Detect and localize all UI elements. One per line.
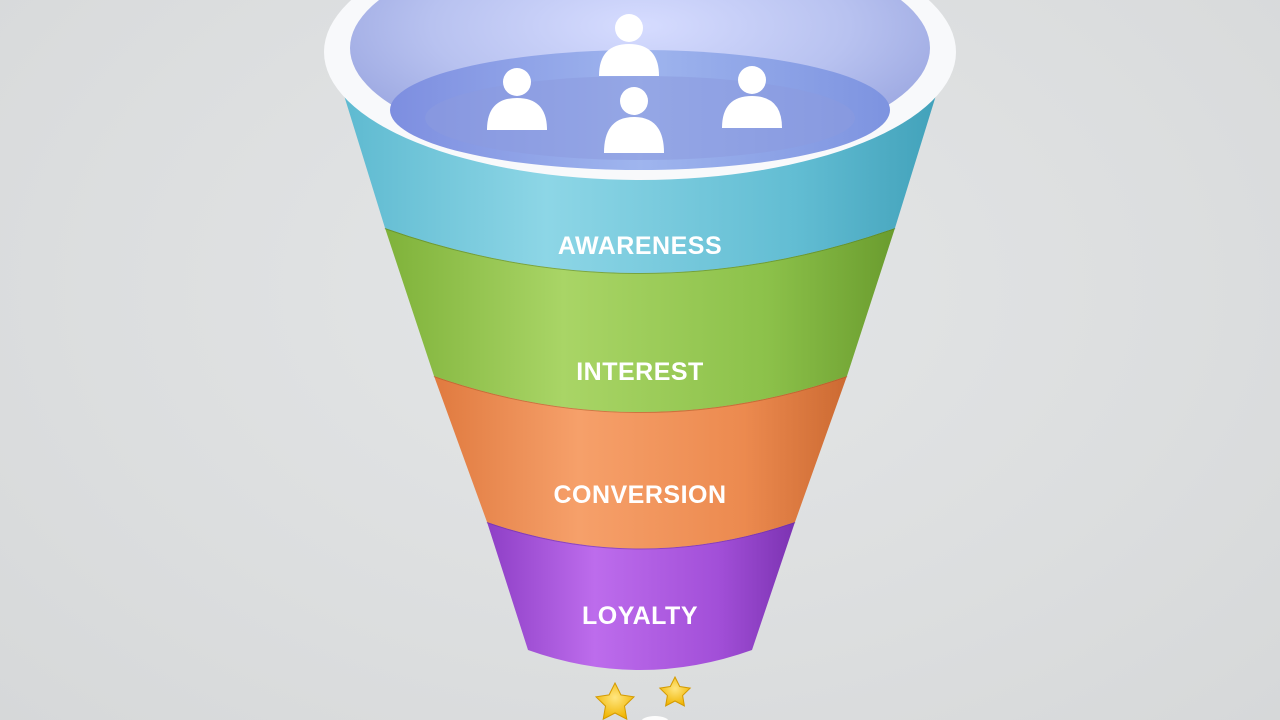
star-icon: [658, 675, 692, 707]
person-icon: [604, 87, 664, 153]
stage-label-conversion: CONVERSION: [553, 481, 726, 509]
person-icon: [487, 68, 547, 130]
stage-label-awareness: AWARENESS: [558, 232, 722, 260]
person-icon: [599, 14, 659, 76]
stage-label-interest: INTEREST: [576, 358, 704, 386]
stage-label-loyalty: LOYALTY: [582, 602, 698, 630]
person-icon: [722, 66, 782, 128]
highlight-shape: [641, 716, 669, 720]
star-icon: [594, 681, 636, 720]
funnel-stage-conversion: CONVERSION: [433, 375, 848, 549]
